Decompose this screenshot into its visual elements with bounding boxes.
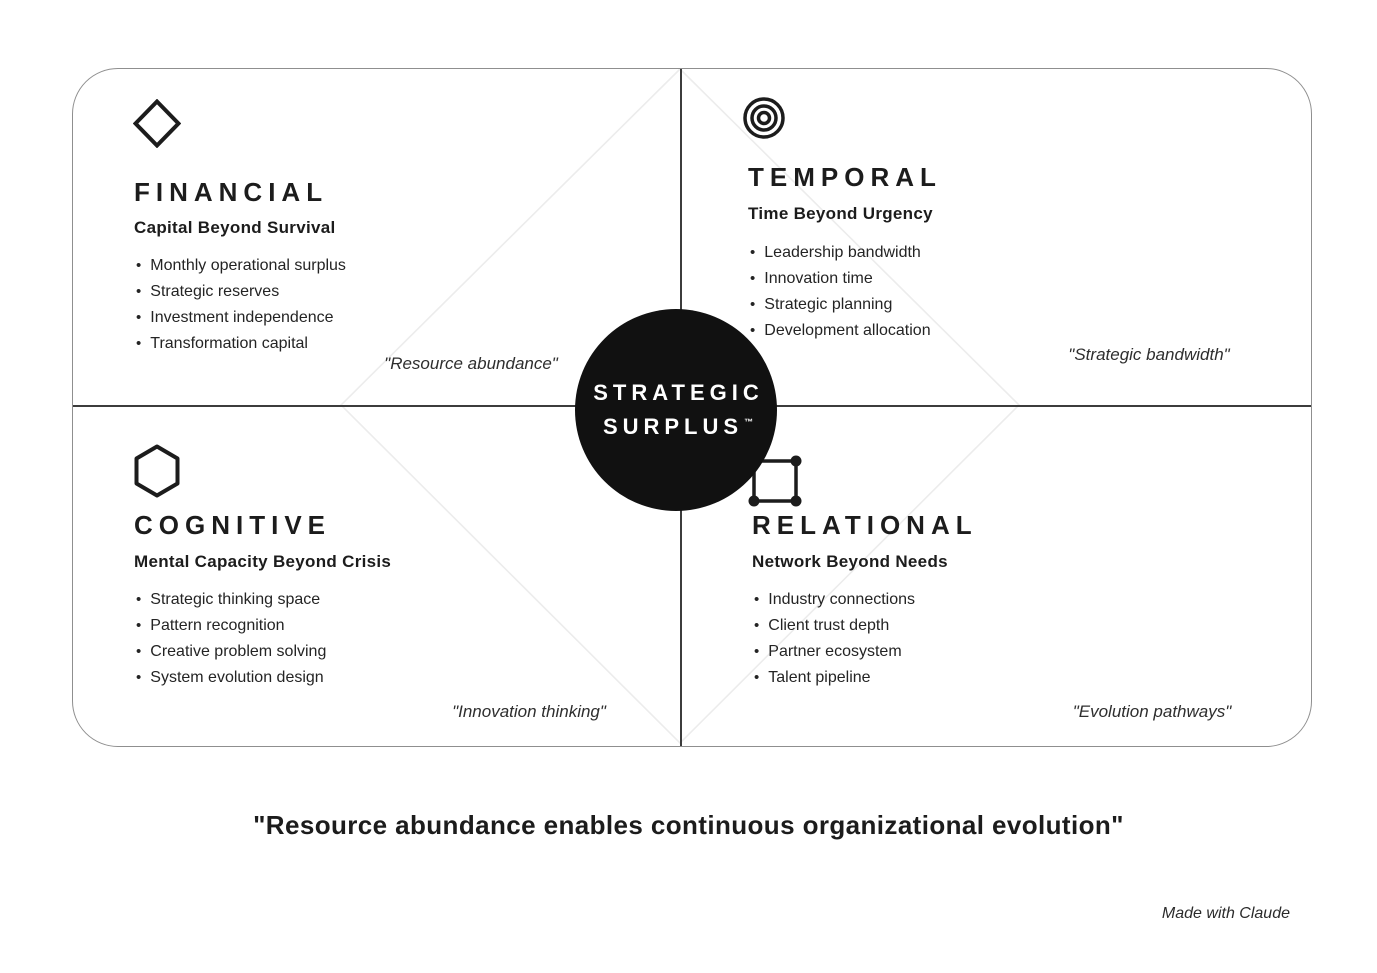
financial-subtitle: Capital Beyond Survival (134, 218, 336, 237)
bullet-item: Strategic planning (750, 292, 931, 318)
made-with-claude-credit: Made with Claude (1161, 905, 1290, 922)
bullet-item: Industry connections (754, 587, 915, 613)
badge-line-1: STRATEGIC (593, 380, 764, 405)
temporal-title: TEMPORAL (748, 162, 942, 192)
bottom-tagline: "Resource abundance enables continuous o… (253, 810, 1124, 840)
cognitive-subtitle: Mental Capacity Beyond Crisis (134, 552, 392, 571)
bullet-item: Client trust depth (754, 613, 915, 639)
bullet-item: Innovation time (750, 266, 931, 292)
strategic-surplus-badge: STRATEGIC SURPLUS™ (575, 309, 777, 511)
target-icon (742, 95, 786, 139)
bullet-item: Strategic thinking space (136, 587, 326, 613)
relational-subtitle: Network Beyond Needs (752, 552, 948, 571)
financial-bullet-list: Monthly operational surplus Strategic re… (136, 253, 346, 357)
temporal-quote: "Strategic bandwidth" (1068, 345, 1230, 364)
bullet-item: Development allocation (750, 318, 930, 344)
cognitive-bullet-list: Strategic thinking space Pattern recogni… (136, 587, 326, 691)
bullet-item: Leadership bandwidth (750, 240, 931, 266)
bullet-item: Monthly operational surplus (136, 253, 346, 279)
cognitive-title: COGNITIVE (134, 510, 332, 540)
temporal-subtitle: Time Beyond Urgency (748, 204, 933, 223)
bullet-item: Transformation capital (136, 331, 346, 357)
bullet-item: Creative problem solving (136, 639, 326, 665)
badge-line-2: SURPLUS™ (602, 414, 755, 439)
bullet-item: Partner ecosystem (754, 639, 915, 665)
diamond-icon (133, 99, 181, 148)
relational-bullet-list: Industry connections Client trust depth … (754, 587, 915, 691)
trademark-symbol: ™ (744, 417, 755, 427)
bullet-item: System evolution design (136, 665, 326, 691)
temporal-bullet-list: Leadership bandwidth Innovation time Str… (750, 240, 931, 344)
relational-title: RELATIONAL (752, 510, 978, 540)
quadrant-board: FINANCIAL Capital Beyond Survival Monthl… (72, 68, 1312, 747)
bullet-item: Talent pipeline (754, 665, 915, 691)
bullet-item: Investment independence (136, 305, 346, 331)
financial-quote: "Resource abundance" (384, 354, 558, 373)
relational-quote: "Evolution pathways" (1072, 702, 1232, 721)
bullet-item: Strategic reserves (136, 279, 346, 305)
cognitive-quote: "Innovation thinking" (452, 702, 606, 721)
financial-title: FINANCIAL (134, 177, 329, 207)
bullet-item: Pattern recognition (136, 613, 326, 639)
hexagon-icon (134, 444, 180, 498)
